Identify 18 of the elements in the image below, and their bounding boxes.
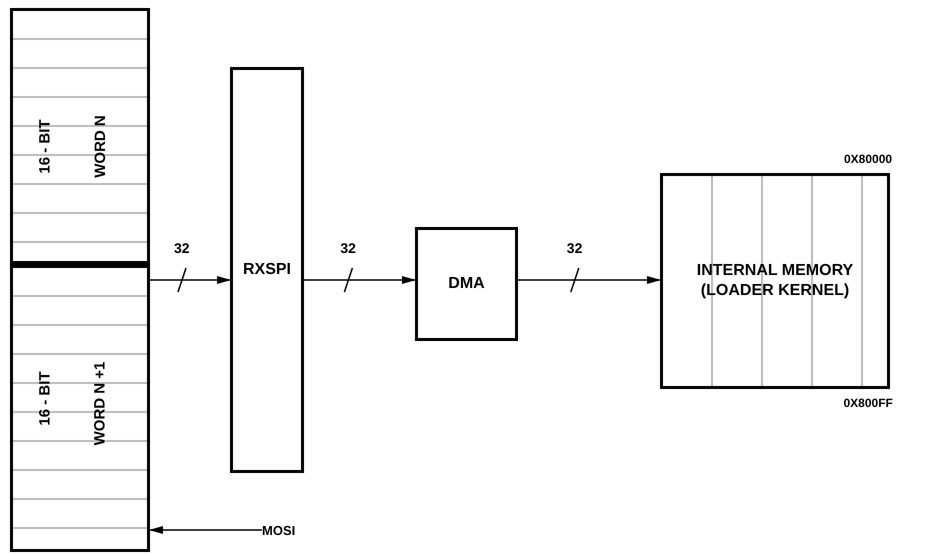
vertical-label: 16 - BIT [36, 370, 54, 426]
block-label: INTERNAL MEMORY (LOADER KERNEL) [696, 261, 854, 301]
block-box [415, 227, 518, 341]
edge-label: 32 [566, 240, 582, 256]
edge-label: 32 [340, 240, 356, 256]
block-label: DMA [447, 274, 486, 294]
block-label: RXSPI [242, 260, 292, 280]
address-label: 0X80000 [844, 152, 892, 166]
address-label: 0X800FF [844, 396, 893, 410]
register-half [10, 8, 150, 268]
register-half [10, 265, 150, 552]
vertical-label: WORD N +1 [91, 361, 108, 445]
signal-label: MOSI [262, 523, 296, 538]
vertical-label: 16 - BIT [36, 118, 54, 174]
edge-label: 32 [174, 240, 190, 256]
block-box [230, 67, 304, 473]
memory-block [660, 173, 890, 389]
vertical-label: WORD N [91, 114, 108, 178]
